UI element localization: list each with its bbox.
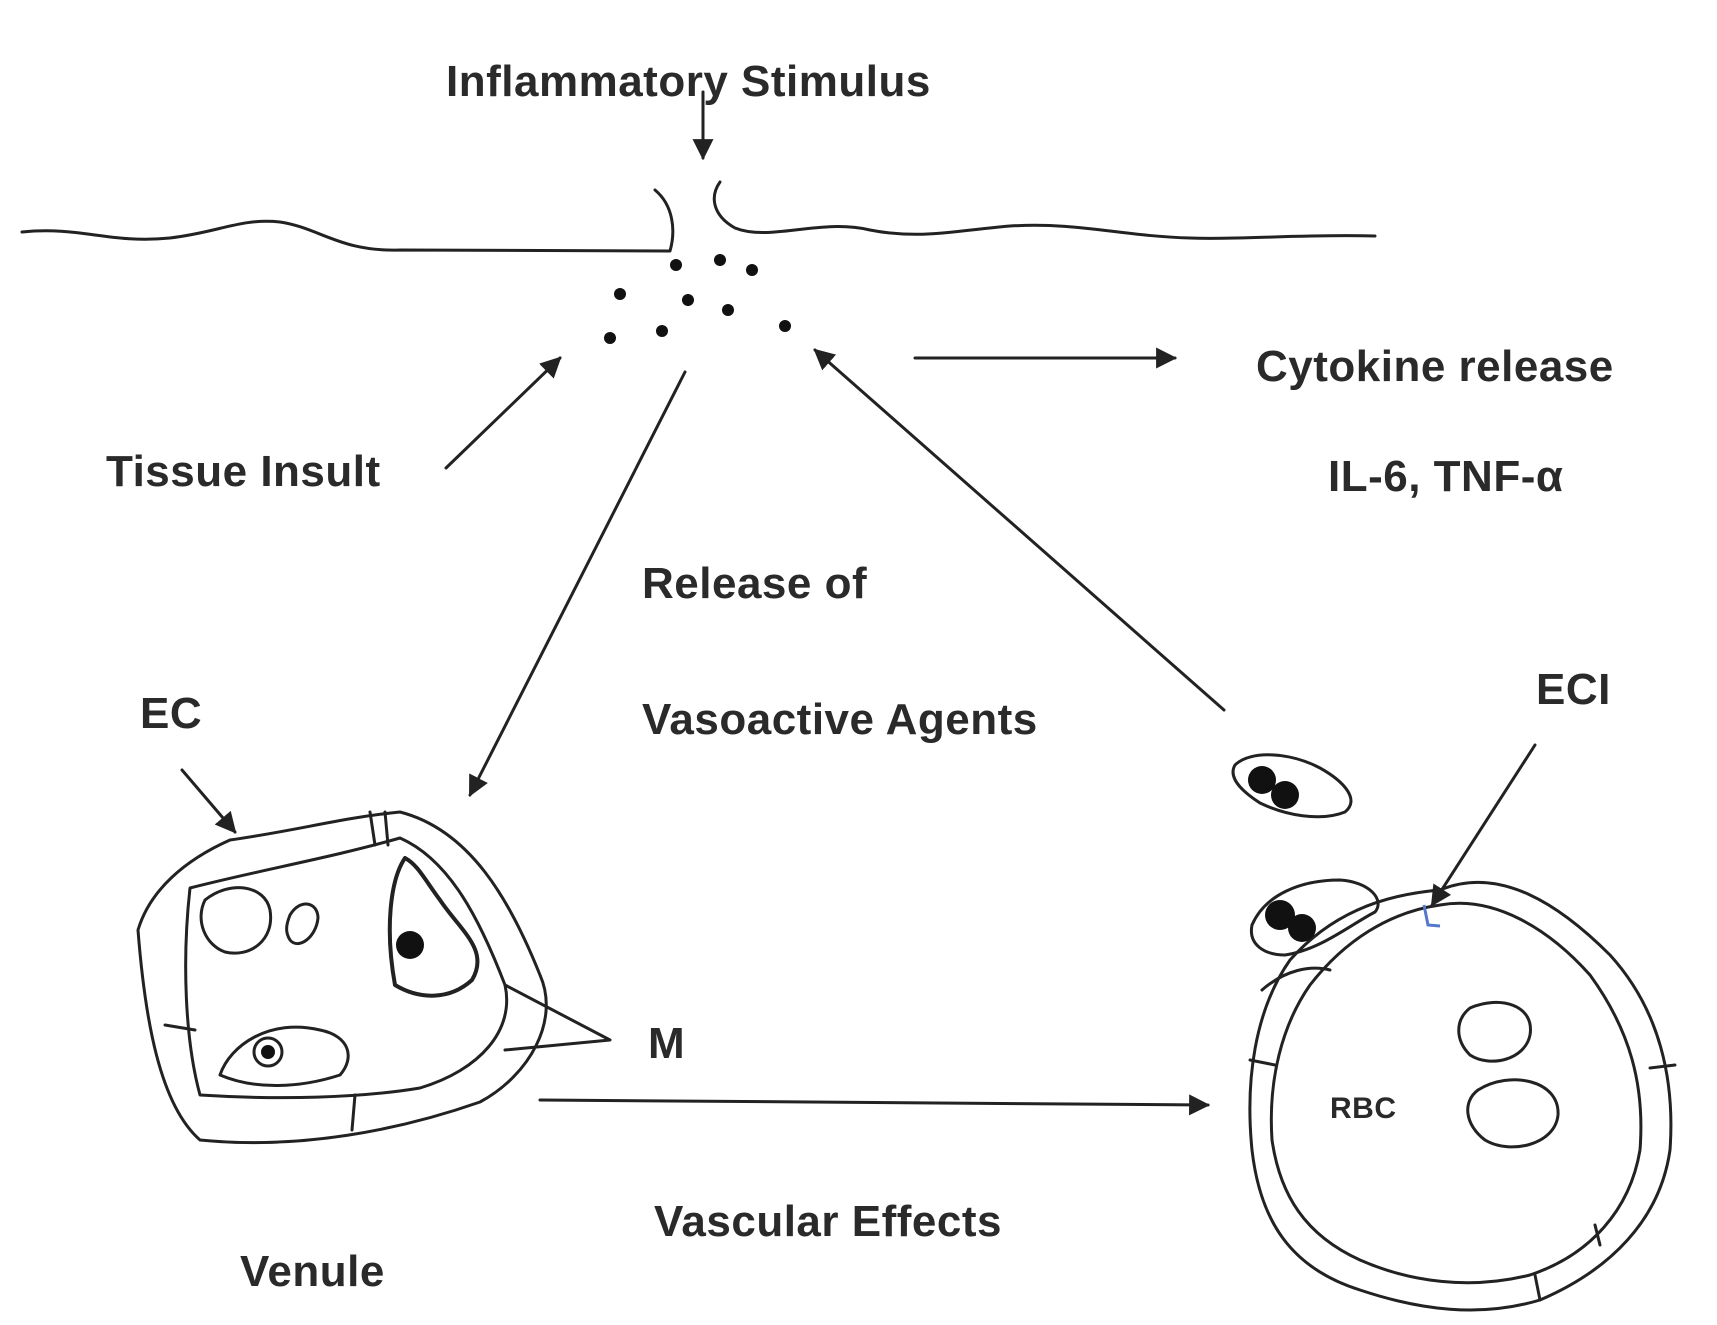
- m-label: M: [648, 1019, 686, 1068]
- venule-nucleus-2: [261, 1045, 275, 1059]
- tissue-surface-left: [20, 188, 675, 253]
- vascular-effects-label: Vascular Effects: [654, 1197, 1002, 1246]
- cytokine-release-label: Cytokine release: [1256, 342, 1614, 391]
- venule-vessel: [136, 810, 612, 1145]
- vascular-effects-arrow: [538, 1094, 1211, 1116]
- mediator-dots: [604, 254, 791, 344]
- capillary-vessel: [1248, 880, 1677, 1312]
- eci-pointer-arrow: [1430, 743, 1537, 907]
- rbc-label: RBC: [1330, 1092, 1397, 1125]
- eci-label: ECI: [1536, 665, 1611, 714]
- tissue-insult-label: Tissue Insult: [106, 447, 381, 496]
- vasoactive-release-arrow: [468, 370, 687, 797]
- tissue-surface-right: [712, 180, 1377, 240]
- tissue-insult-arrow: [444, 356, 562, 470]
- ec-label: EC: [140, 689, 203, 738]
- venule-label: Venule: [240, 1247, 385, 1296]
- leukocyte-lower: [1249, 878, 1380, 992]
- eci-marker: [1422, 904, 1441, 928]
- release-of-label: Release of: [642, 559, 868, 608]
- venule-nucleus-1: [396, 931, 424, 959]
- leukocyte-return-arrow: [813, 348, 1226, 712]
- ec-pointer-arrow: [180, 768, 237, 834]
- inflammatory-stimulus-label: Inflammatory Stimulus: [446, 57, 931, 106]
- vasoactive-agents-label: Vasoactive Agents: [642, 695, 1038, 744]
- cytokines-label: IL-6, TNF-α: [1328, 452, 1564, 501]
- leukocyte-nuclei: [1248, 766, 1316, 942]
- leukocyte-upper: [1231, 753, 1353, 819]
